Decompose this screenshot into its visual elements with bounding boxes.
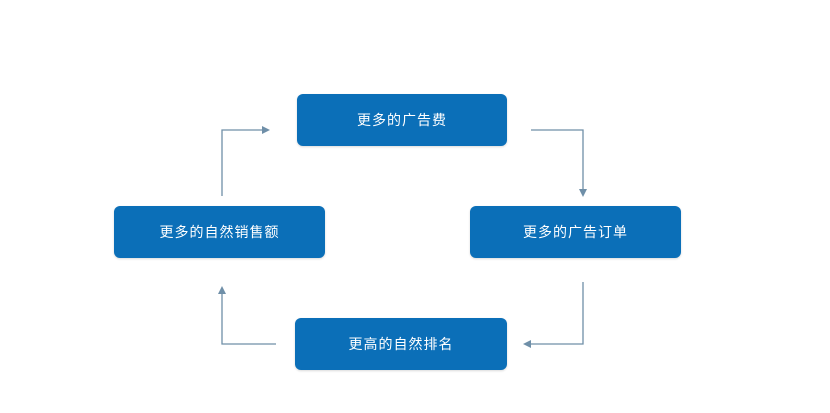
node-label-top: 更多的广告费 <box>357 113 447 129</box>
connector-bottom-to-left <box>221 293 276 345</box>
connector-left-to-top <box>221 129 262 196</box>
node-label-bottom: 更高的自然排名 <box>348 337 454 353</box>
connector-right-to-bottom <box>530 282 584 345</box>
arrowhead-left-to-top <box>262 126 270 134</box>
connector-top-to-right <box>531 129 584 190</box>
node-more-organic-sales: 更多的自然销售额 <box>114 206 325 258</box>
arrowhead-bottom-to-left <box>218 286 226 294</box>
arrowhead-right-to-bottom <box>523 340 531 348</box>
node-higher-organic-ranking: 更高的自然排名 <box>295 318 507 370</box>
arrowhead-top-to-right <box>579 189 587 197</box>
node-label-right: 更多的广告订单 <box>523 225 628 241</box>
node-more-ad-spend: 更多的广告费 <box>297 94 507 146</box>
node-more-ad-orders: 更多的广告订单 <box>470 206 681 258</box>
node-label-left: 更多的自然销售额 <box>159 225 280 241</box>
